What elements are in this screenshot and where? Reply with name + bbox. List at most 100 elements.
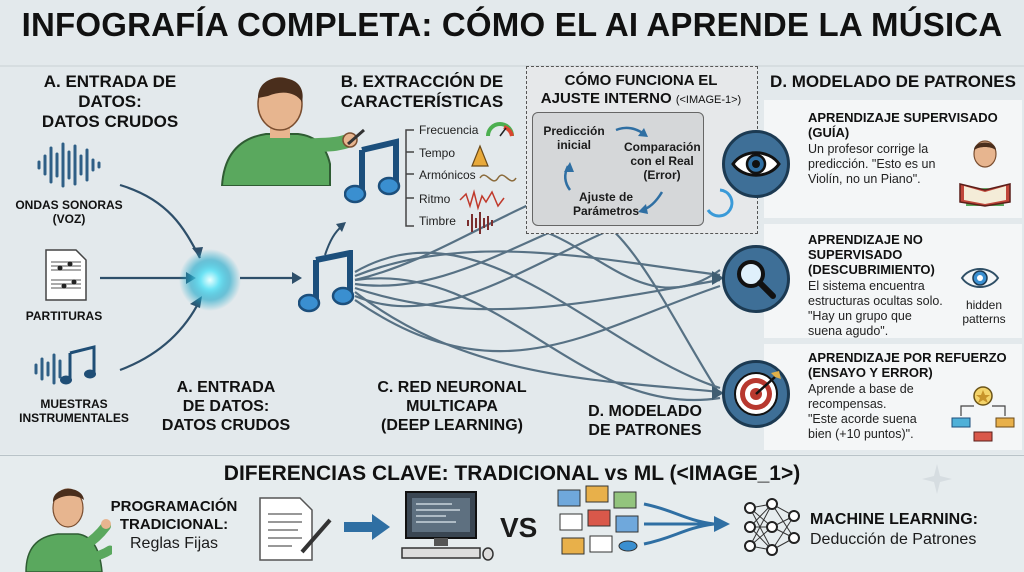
ml-label: MACHINE LEARNING: Deducción de Patrones xyxy=(810,510,1010,550)
reward-loop-icon xyxy=(951,386,1015,442)
step1-line2: inicial xyxy=(556,138,591,152)
input-samples-label: MUESTRAS INSTRUMENTALES xyxy=(4,397,144,425)
section-c-line2: MULTICAPA xyxy=(406,398,498,415)
eye-circle xyxy=(722,130,790,198)
rules-document-icon xyxy=(259,497,332,561)
internal-adjustment-title: CÓMO FUNCIONA EL AJUSTE INTERNO (<IMAGE-… xyxy=(526,72,756,109)
supervised-title: APRENDIZAJE SUPERVISADO xyxy=(808,110,998,125)
music-samples-icon xyxy=(34,345,96,385)
section-a-bottom-line1: A. ENTRADA xyxy=(176,379,276,396)
page-title: INFOGRAFÍA COMPLETA: CÓMO EL AI APRENDE … xyxy=(21,6,1003,43)
section-c-line3: (DEEP LEARNING) xyxy=(381,417,523,434)
supervised-content: APRENDIZAJE SUPERVISADO (GUÍA) Un profes… xyxy=(808,110,1020,187)
traditional-label: PROGRAMACIÓN TRADICIONAL: Reglas Fijas xyxy=(104,498,244,554)
step3-line2: Parámetros xyxy=(572,204,640,218)
feature-timbre: Timbre xyxy=(419,214,456,228)
section-a-bottom-line3: DATOS CRUDOS xyxy=(161,417,291,434)
step2-line2: con el Real xyxy=(630,154,694,168)
hidden-caption-line2: patterns xyxy=(962,312,1006,326)
feature-armonicos: Armónicos xyxy=(419,168,476,182)
step-initial-prediction: Predicción inicial xyxy=(536,124,612,152)
arrow-right-icon xyxy=(344,514,390,540)
ml-title: MACHINE LEARNING: xyxy=(810,511,978,528)
reinforcement-text-line: recompensas. xyxy=(808,397,887,411)
neural-network-icon xyxy=(744,498,800,556)
supervised-text-line: Un profesor corrige la xyxy=(808,142,929,156)
section-b-header-line1: B. EXTRACCIÓN DE xyxy=(340,72,504,91)
traditional-line2: TRADICIONAL: xyxy=(119,516,229,533)
computer-icon xyxy=(401,491,494,561)
supervised-text: Un profesor corrige la predicción. "Esto… xyxy=(808,142,958,187)
internal-adjustment-title-line1: CÓMO FUNCIONA EL xyxy=(564,72,718,89)
programmer-illustration xyxy=(25,488,112,572)
person-with-pen-illustration xyxy=(220,77,365,186)
features-bracket xyxy=(405,122,517,234)
section-a-bottom-line2: DE DATOS: xyxy=(182,398,270,415)
hidden-caption-line1: hidden xyxy=(965,298,1003,312)
step-adjust-params: Ajuste de Parámetros xyxy=(566,190,646,218)
unsupervised-text-line: El sistema encuentra xyxy=(808,279,925,293)
hidden-patterns-caption: hidden patterns xyxy=(952,298,1016,326)
step-compare-error: Comparación con el Real (Error) xyxy=(624,140,701,182)
section-d-center-label: D. MODELADO DE PATRONES xyxy=(580,402,710,440)
input-voice-label: ONDAS SONORAS (VOZ) xyxy=(4,198,134,226)
reinforcement-text-line: "Este acorde suena xyxy=(808,412,917,426)
section-d-header: D. MODELADO DE PATRONES xyxy=(770,72,1016,91)
adjustment-cycle-box xyxy=(532,112,704,226)
step2-line3: (Error) xyxy=(643,168,681,182)
input-samples-line1: MUESTRAS xyxy=(40,397,108,411)
eye-icon xyxy=(731,151,781,177)
magnifier-icon xyxy=(737,260,776,299)
traditional-line1: PROGRAMACIÓN xyxy=(110,498,238,515)
input-voice-line2: (VOZ) xyxy=(52,212,86,226)
supervised-text-line: predicción. "Esto es un xyxy=(808,157,936,171)
reinforcement-content: APRENDIZAJE POR REFUERZO (ENSAYO Y ERROR… xyxy=(808,350,1020,442)
hidden-patterns-icon xyxy=(960,268,1000,288)
teacher-reading-icon xyxy=(959,140,1011,207)
music-note-icon-2 xyxy=(298,250,355,313)
step1-line1: Predicción xyxy=(543,124,605,138)
section-d-center-line2: DE PATRONES xyxy=(588,422,702,439)
divider xyxy=(0,455,1024,456)
supervised-subtitle: (GUÍA) xyxy=(808,125,850,140)
ml-sub: Deducción de Patrones xyxy=(810,531,977,548)
reinforcement-text-line: Aprende a base de xyxy=(808,382,914,396)
section-c-label: C. RED NEURONAL MULTICAPA (DEEP LEARNING… xyxy=(362,378,542,435)
reinforcement-title: APRENDIZAJE POR REFUERZO xyxy=(808,350,1007,365)
input-samples-line2: INSTRUMENTALES xyxy=(19,411,129,425)
unsupervised-text: El sistema encuentra estructuras ocultas… xyxy=(808,279,958,339)
target-icon xyxy=(734,371,781,416)
sound-wave-icon xyxy=(37,142,101,188)
unsupervised-text-line: suena agudo". xyxy=(808,324,889,338)
section-d-center-line1: D. MODELADO xyxy=(588,403,702,420)
section-a-header-line1: A. ENTRADA DE DATOS: xyxy=(43,72,177,111)
sheet-music-icon xyxy=(45,249,87,301)
target-circle xyxy=(722,360,790,428)
internal-adjustment-title-line2: AJUSTE INTERNO xyxy=(540,90,672,107)
feature-ritmo: Ritmo xyxy=(419,192,451,206)
input-voice-line1: ONDAS SONORAS xyxy=(15,198,123,212)
unsupervised-content: APRENDIZAJE NO SUPERVISADO (DESCUBRIMIEN… xyxy=(808,232,1020,339)
feature-tempo: Tempo xyxy=(419,146,456,160)
section-a-header-line2: DATOS CRUDOS xyxy=(41,112,179,131)
unsupervised-text-line: "Hay un grupo que xyxy=(808,309,912,323)
input-scores-label: PARTITURAS xyxy=(25,309,103,323)
magnifier-circle xyxy=(722,245,790,313)
comparison-header: DIFERENCIAS CLAVE: TRADICIONAL vs ML (<I… xyxy=(223,462,801,485)
feature-frecuencia: Frecuencia xyxy=(419,123,479,137)
step3-line1: Ajuste de xyxy=(578,190,633,204)
reinforcement-text-line: bien (+10 puntos)". xyxy=(808,427,914,441)
unsupervised-subtitle: (DESCUBRIMIENTO) xyxy=(808,262,935,277)
data-sources-icon xyxy=(557,485,730,555)
section-a-header: A. ENTRADA DE DATOS: DATOS CRUDOS xyxy=(10,72,210,132)
cycle-arrows-icon xyxy=(564,126,734,218)
reinforcement-subtitle: (ENSAYO Y ERROR) xyxy=(808,365,933,380)
data-glow-orb xyxy=(179,249,241,311)
sparkle-icon xyxy=(922,464,952,494)
unsupervised-text-line: estructuras ocultas solo. xyxy=(808,294,943,308)
step2-line1: Comparación xyxy=(624,140,701,154)
internal-adjustment-title-tag: (<IMAGE-1>) xyxy=(675,94,742,106)
reinforcement-text: Aprende a base de recompensas. "Este aco… xyxy=(808,382,948,442)
section-b-header-line2: CARACTERÍSTICAS xyxy=(340,92,504,111)
vs-label: VS xyxy=(500,512,538,543)
